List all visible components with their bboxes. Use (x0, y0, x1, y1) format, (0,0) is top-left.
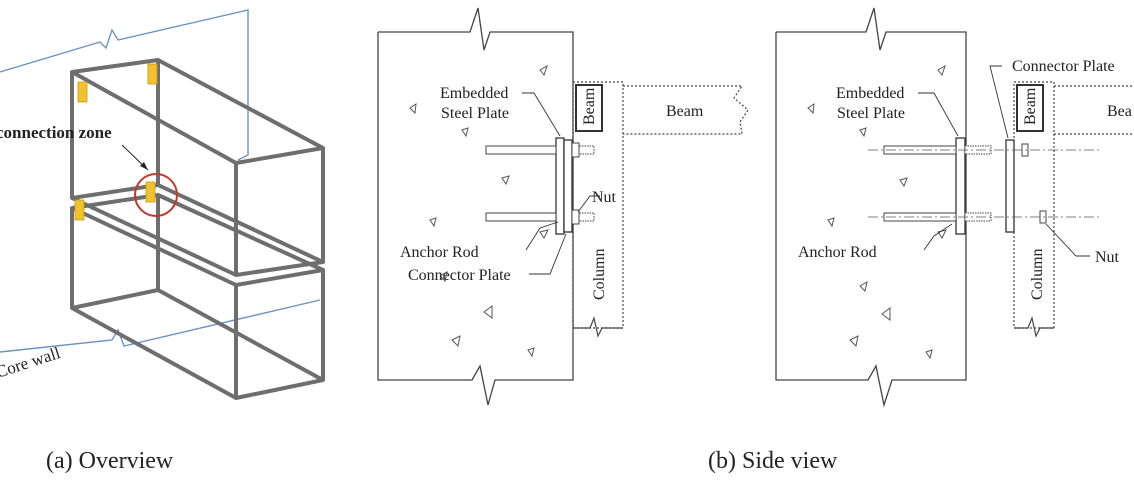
embedded-label-1-right: Embedded (836, 85, 904, 102)
beam-box-left (575, 84, 603, 132)
wall-outline-right (775, 7, 967, 408)
aggregate-marks-right (807, 64, 947, 360)
embedded-label-1-left: Embedded (440, 85, 508, 102)
side-view-left: Beam Beam Embedded Steel Plate Nut Ancho… (377, 7, 749, 406)
core-wall-outline (0, 9, 249, 161)
embedded-label-2-right: Steel Plate (837, 105, 905, 122)
nut-label-right: Nut (1095, 249, 1120, 266)
beam-box-label-right: Beam (1022, 87, 1039, 125)
beam-label-right: Bea (1107, 103, 1132, 120)
lower-module-frame (70, 193, 325, 400)
connector-plate-left (563, 139, 573, 233)
embedded-plate-left (555, 137, 565, 235)
anchor-rod-label-right: Anchor Rod (798, 244, 877, 261)
overview-panel: connection zone Core wall (a) Overview (0, 9, 325, 474)
connector-plate-label-left: Connector Plate (408, 267, 511, 284)
column-label-left: Column (591, 248, 608, 300)
embedded-plate-right (955, 137, 966, 235)
connector-plate-right (1005, 139, 1015, 233)
core-wall-outline-bottom (0, 299, 321, 353)
plate-2 (147, 63, 158, 85)
column-label-right: Column (1029, 248, 1046, 300)
beam-label-left: Beam (666, 103, 704, 120)
beam-box-right (1016, 84, 1044, 132)
wall-outline-left (377, 7, 574, 406)
column-left (572, 81, 624, 329)
connector-plate-label-right: Connector Plate (1012, 58, 1115, 75)
beam-box-label-left: Beam (581, 87, 598, 125)
anchor-rod-label-left: Anchor Rod (400, 244, 479, 261)
plate-4 (74, 199, 85, 221)
side-view-right: Beam Bea Connector Plate Embedded Steel … (775, 7, 1134, 408)
connection-zone-highlight (134, 173, 178, 217)
side-view-caption: (b) Side view (708, 448, 838, 474)
upper-module-frame (70, 58, 325, 277)
nut-label-left: Nut (592, 189, 617, 206)
plate-3 (145, 181, 156, 203)
embedded-plates (74, 63, 158, 221)
connection-zone-label: connection zone (0, 123, 112, 142)
anchor-rods-left (485, 142, 595, 225)
embedded-label-2-left: Steel Plate (441, 105, 509, 122)
overview-caption: (a) Overview (46, 448, 174, 474)
plate-1 (77, 81, 88, 103)
aggregate-marks (409, 64, 549, 358)
